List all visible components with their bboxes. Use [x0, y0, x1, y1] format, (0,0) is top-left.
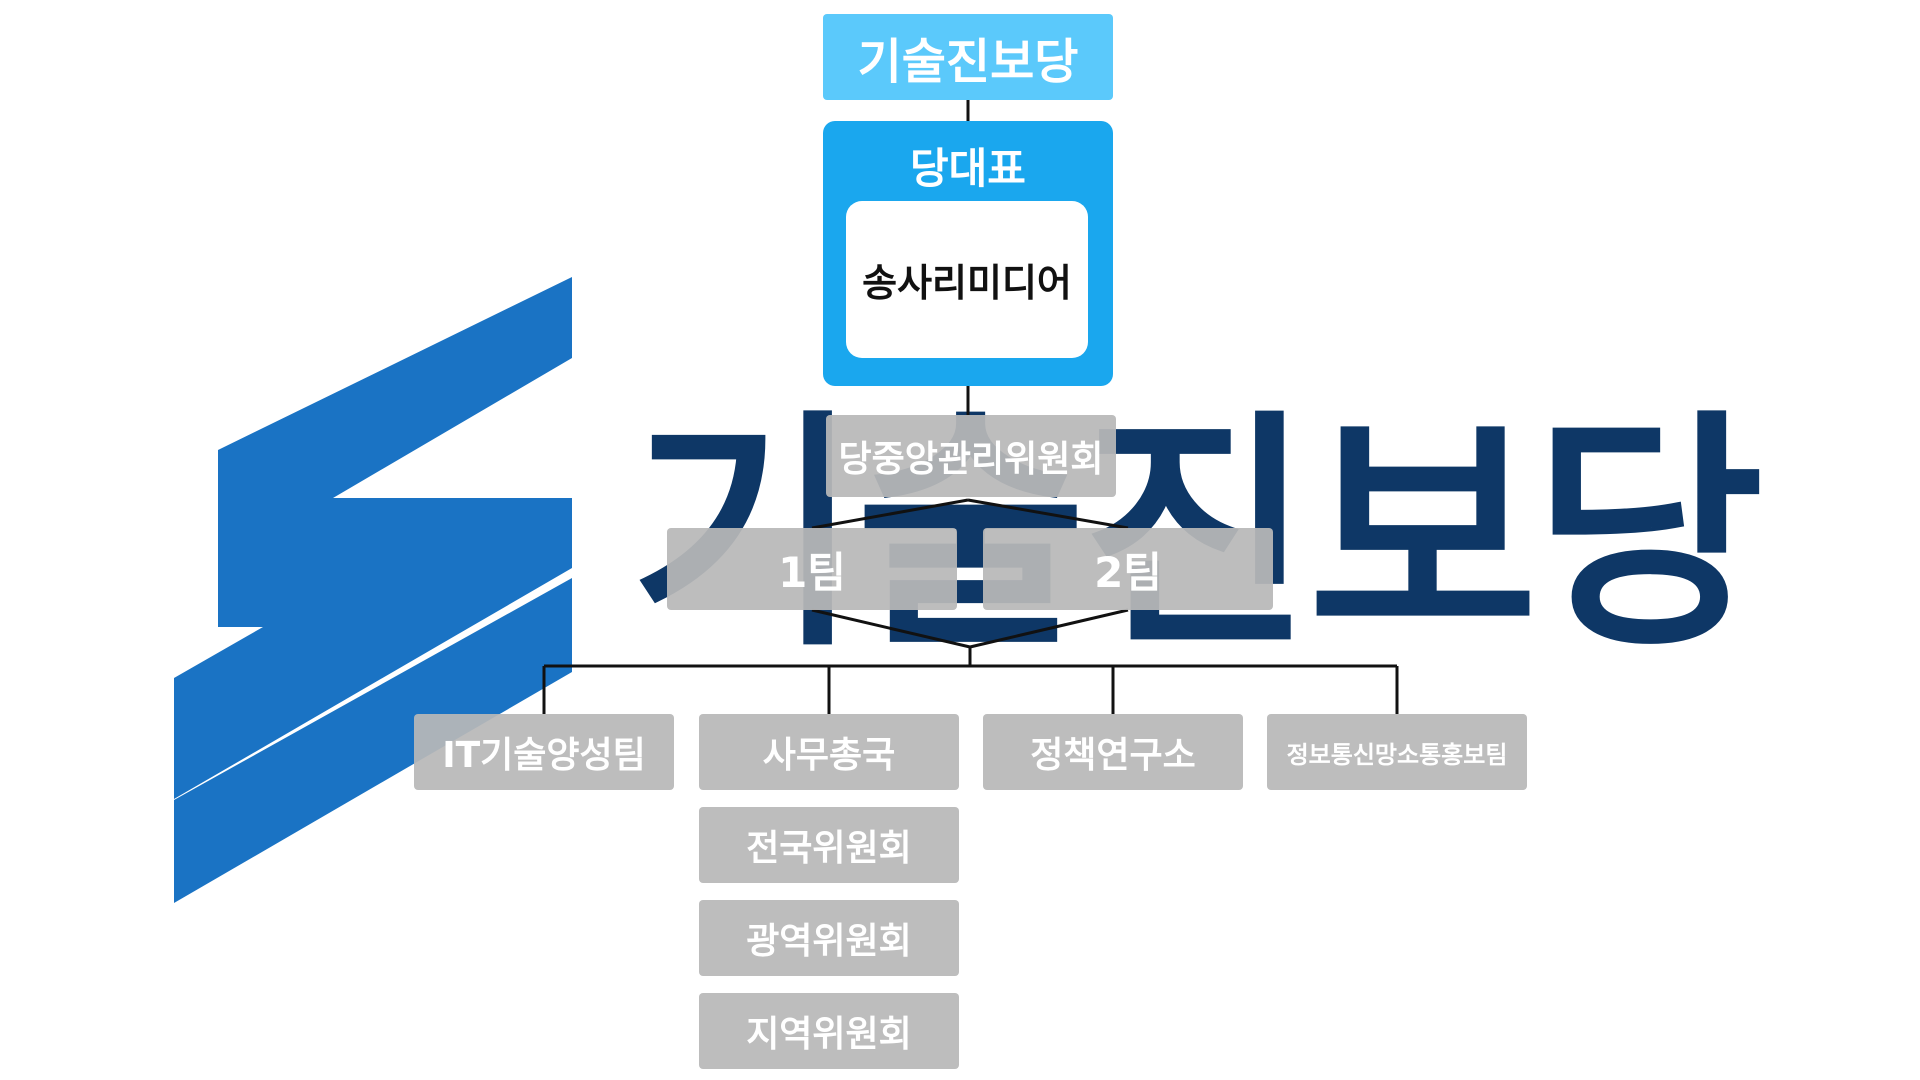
dept-policy-institute-box: 정책연구소 — [983, 714, 1243, 790]
regional-committee-box: 광역위원회 — [699, 900, 959, 976]
dept-it-training-box: IT기술양성팀 — [414, 714, 674, 790]
team-2-box: 2팀 — [983, 528, 1273, 610]
national-committee-box: 전국위원회 — [699, 807, 959, 883]
central-committee-box: 당중앙관리위원회 — [826, 415, 1116, 497]
party-leader-box: 당대표 송사리미디어 — [823, 121, 1113, 386]
team-1-box: 1팀 — [667, 528, 957, 610]
local-committee-box: 지역위원회 — [699, 993, 959, 1069]
party-leader-title: 당대표 — [910, 144, 1026, 193]
party-leader-name: 송사리미디어 — [846, 201, 1088, 358]
party-title-box: 기술진보당 — [823, 14, 1113, 100]
dept-communications-pr-box: 정보통신망소통홍보팀 — [1267, 714, 1527, 790]
dept-secretariat-box: 사무총국 — [699, 714, 959, 790]
